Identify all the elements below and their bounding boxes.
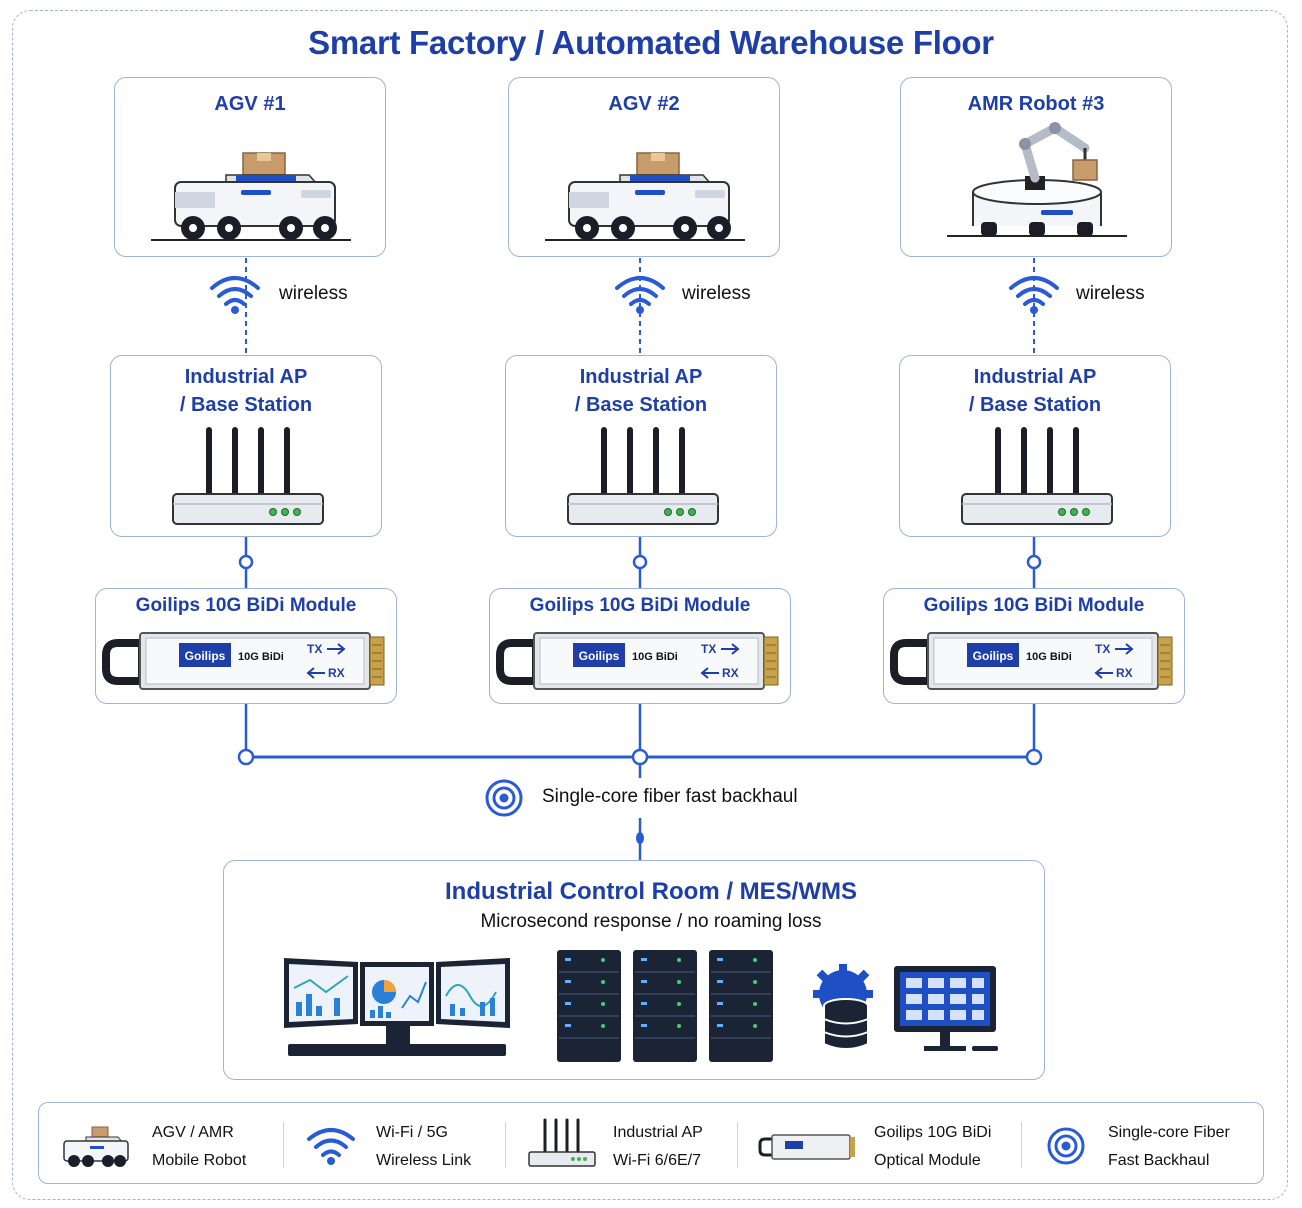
module-model: 10G BiDi	[632, 651, 678, 663]
amr-robot-arm-icon	[947, 122, 1127, 237]
page-title: Smart Factory / Automated Warehouse Floo…	[308, 24, 994, 61]
junction-node	[632, 554, 648, 570]
module-brand: Goilips	[185, 649, 226, 663]
vehicle-card-1[interactable]: AGV #1	[114, 77, 386, 257]
ap-title-line1: Industrial AP	[973, 366, 1097, 388]
legend-divider	[737, 1122, 738, 1168]
module-model: 10G BiDi	[238, 651, 284, 663]
agv-icon	[63, 1126, 129, 1167]
vehicle-label: AGV #1	[214, 93, 286, 115]
legend-label: Goilips 10G BiDi Optical Module	[874, 1119, 991, 1175]
module-rx: RX	[1116, 666, 1133, 680]
legend-divider	[283, 1122, 284, 1168]
wifi-icon	[1009, 276, 1059, 314]
module-model: 10G BiDi	[1026, 651, 1072, 663]
control-room-title: Industrial Control Room / MES/WMS	[445, 878, 857, 905]
junction-node	[1026, 554, 1042, 570]
module-rx: RX	[328, 666, 345, 680]
legend-divider	[1021, 1122, 1022, 1168]
vehicle-label: AGV #2	[608, 93, 680, 115]
vehicle-label: AMR Robot #3	[967, 93, 1105, 115]
legend-divider	[505, 1122, 506, 1168]
legend-line2: Optical Module	[874, 1152, 981, 1169]
server-rack-icon	[557, 950, 773, 1062]
fiber-target-icon	[1047, 1127, 1085, 1165]
module-card-1[interactable]: Goilips 10G BiDi Module Goilips 10G BiDi…	[95, 588, 397, 704]
module-tx: TX	[1095, 642, 1110, 656]
junction-node	[238, 554, 254, 570]
legend-label: Wi-Fi / 5G Wireless Link	[376, 1119, 471, 1175]
legend	[38, 1102, 1264, 1184]
legend-line1: AGV / AMR	[152, 1124, 234, 1141]
legend-line2: Fast Backhaul	[1108, 1152, 1210, 1169]
wireless-label: wireless	[279, 283, 348, 304]
ap-title-line2: / Base Station	[968, 394, 1102, 416]
module-card-2[interactable]: Goilips 10G BiDi Module Goilips 10G BiDi…	[489, 588, 791, 704]
fiber-target-icon	[485, 779, 523, 817]
module-brand: Goilips	[973, 649, 1014, 663]
agv-icon	[151, 152, 351, 241]
sfp-module-icon: Goilips 10G BiDi TX RX	[890, 632, 1173, 690]
wireless-label: wireless	[1076, 283, 1145, 304]
module-brand: Goilips	[579, 649, 620, 663]
agv-icon	[545, 152, 745, 241]
wifi-icon	[615, 276, 665, 314]
ap-title-line2: / Base Station	[574, 394, 708, 416]
ap-card-1[interactable]: Industrial AP / Base Station	[110, 355, 382, 537]
legend-line1: Industrial AP	[613, 1124, 703, 1141]
legend-line1: Goilips 10G BiDi	[874, 1124, 992, 1141]
legend-line2: Wi-Fi 6/6E/7	[613, 1152, 702, 1169]
monitor-wall-icon	[284, 958, 510, 1056]
ap-title-line1: Industrial AP	[184, 366, 308, 388]
backhaul-label: Single-core fiber fast backhaul	[542, 786, 798, 807]
legend-line2: Wireless Link	[376, 1152, 472, 1169]
legend-label: Industrial AP Wi-Fi 6/6E/7	[613, 1119, 703, 1175]
module-title: Goilips 10G BiDi Module	[923, 595, 1145, 616]
legend-line1: Single-core Fiber	[1108, 1124, 1230, 1141]
sfp-module-icon	[758, 1134, 855, 1160]
router-icon	[172, 427, 324, 525]
module-card-3[interactable]: Goilips 10G BiDi Module Goilips 10G BiDi…	[883, 588, 1185, 704]
router-icon	[528, 1118, 596, 1167]
junction-node	[237, 748, 255, 766]
junction-node	[1025, 748, 1043, 766]
database-gear-icon	[813, 964, 873, 1050]
wireless-label: wireless	[682, 283, 751, 304]
legend-label: Single-core Fiber Fast Backhaul	[1108, 1119, 1230, 1175]
module-tx: TX	[307, 642, 322, 656]
module-title: Goilips 10G BiDi Module	[135, 595, 357, 616]
ap-card-3[interactable]: Industrial AP / Base Station	[899, 355, 1171, 537]
dashboard-monitor-icon	[894, 966, 998, 1051]
legend-line2: Mobile Robot	[152, 1152, 247, 1169]
ap-title-line2: / Base Station	[179, 394, 313, 416]
junction-node	[631, 748, 649, 766]
sfp-module-icon: Goilips 10G BiDi TX RX	[102, 632, 385, 690]
sfp-module-icon: Goilips 10G BiDi TX RX	[496, 632, 779, 690]
control-room-subtitle: Microsecond response / no roaming loss	[480, 911, 822, 932]
module-rx: RX	[722, 666, 739, 680]
router-icon	[567, 427, 719, 525]
diagram-frame	[12, 10, 1288, 1200]
vehicle-card-3[interactable]: AMR Robot #3	[900, 77, 1172, 257]
ap-title-line1: Industrial AP	[579, 366, 703, 388]
router-icon	[961, 427, 1113, 525]
junction-node	[636, 832, 644, 844]
module-tx: TX	[701, 642, 716, 656]
legend-label: AGV / AMR Mobile Robot	[152, 1119, 246, 1175]
vehicle-card-2[interactable]: AGV #2	[508, 77, 780, 257]
wifi-icon	[307, 1128, 355, 1165]
ap-card-2[interactable]: Industrial AP / Base Station	[505, 355, 777, 537]
wifi-icon	[210, 276, 260, 314]
legend-line1: Wi-Fi / 5G	[376, 1124, 448, 1141]
module-title: Goilips 10G BiDi Module	[529, 595, 751, 616]
